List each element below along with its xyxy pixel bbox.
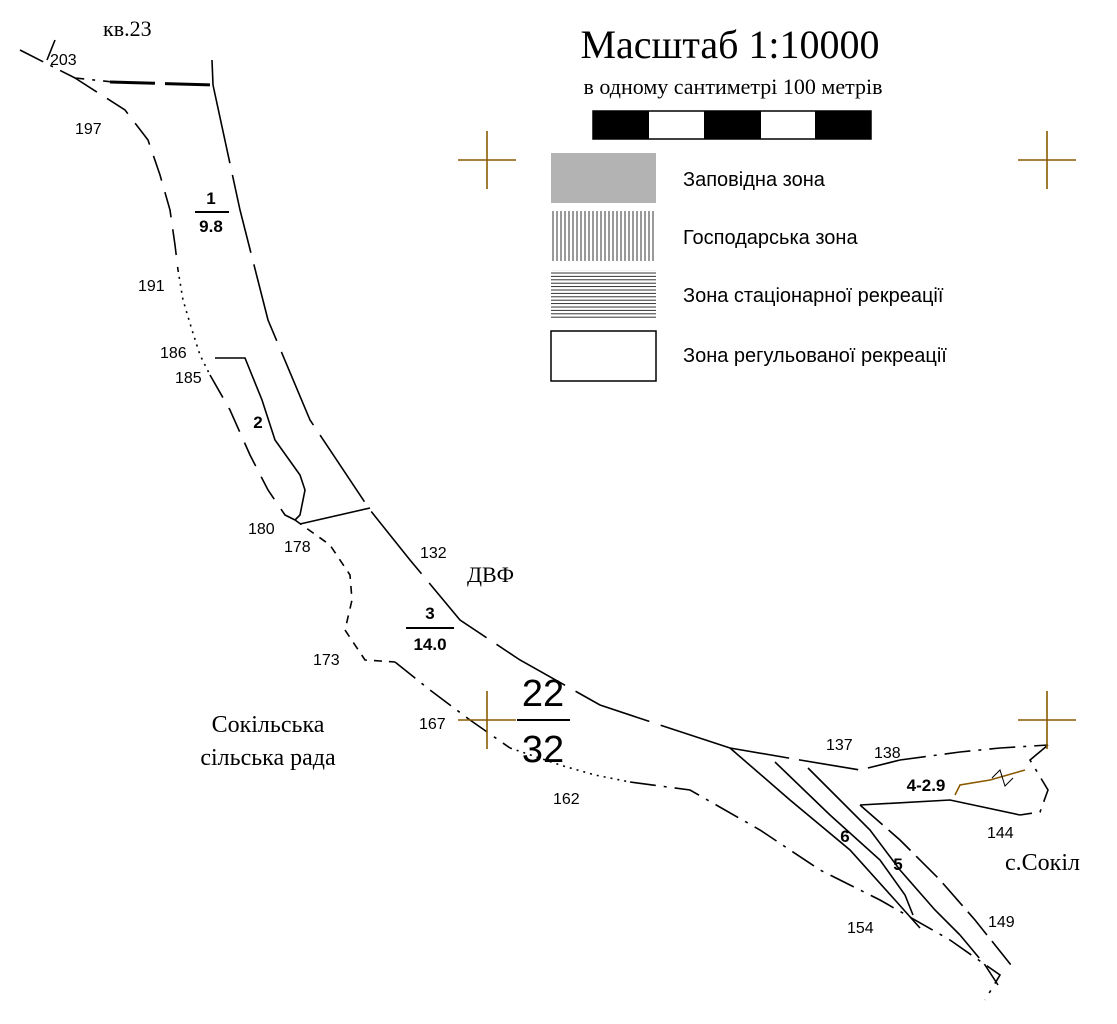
legend: Заповідна зона Господарська зона Зона ст… (550, 153, 947, 382)
point-label: 137 (826, 737, 853, 754)
boundary-southeast-tail (949, 939, 1002, 1001)
legend-label: Зона стаціонарної рекреації (683, 285, 944, 307)
boundary-top-left-stub (46, 39, 56, 61)
plot-label-2: 2 (253, 413, 262, 432)
plot-area: 9.8 (199, 217, 223, 236)
quarter-number-top: 22 (522, 673, 564, 715)
boundary-east-lower (729, 747, 901, 771)
boundary-plot6-east (774, 761, 914, 916)
stream-feature (954, 769, 1026, 796)
boundary-plot1-plot3 (299, 507, 371, 525)
quarter-ref-label: кв.23 (103, 16, 152, 41)
boundary-west-middle (209, 374, 296, 521)
point-label: 154 (847, 920, 874, 937)
plot-label-3: 3 14.0 (406, 604, 454, 654)
boundary-plot5-tail (959, 934, 999, 986)
plot-label-5: 5 (893, 855, 902, 874)
legend-label: Зона регульованої рекреації (683, 345, 947, 367)
point-label: 197 (75, 121, 102, 138)
break-symbol-icon (991, 769, 1014, 787)
boundary-plot2-inner (215, 357, 306, 521)
boundary-southwest (394, 661, 511, 749)
point-label: 149 (988, 914, 1015, 931)
dvf-label: ДВФ (467, 562, 514, 587)
council-label-line1: Сокільська (212, 712, 325, 738)
plot-boundaries (19, 39, 1049, 1001)
point-numbers: 203 197 191 186 185 180 178 173 167 162 … (50, 52, 1015, 937)
boundary-west-upper (74, 77, 179, 271)
quarter-number-bottom: 32 (522, 729, 564, 771)
legend-swatch-reserve (551, 153, 656, 203)
legend-swatch-stationary (551, 270, 656, 320)
point-label: 138 (874, 745, 901, 762)
legend-swatch-regulated (550, 330, 657, 382)
boundary-plot4-north (899, 744, 1049, 761)
grid-cross-icon (458, 131, 516, 189)
boundary-east-main (212, 84, 731, 749)
point-label: 178 (284, 539, 311, 556)
boundary-plot4-south (859, 799, 1021, 816)
boundary-top-road (109, 80, 214, 87)
grid-cross-icon (1018, 131, 1076, 189)
point-label: 162 (553, 791, 580, 808)
legend-label: Господарська зона (683, 227, 858, 249)
boundary-south-dotted (509, 747, 631, 783)
legend-label: Заповідна зона (683, 169, 826, 191)
legend-swatch-economic (551, 211, 656, 261)
stream-line (954, 769, 1026, 796)
point-label: 203 (50, 52, 77, 69)
boundary-plot5-west (807, 767, 961, 936)
point-label: 173 (313, 652, 340, 669)
point-label: 167 (419, 716, 446, 733)
point-label: 191 (138, 278, 165, 295)
boundary-plot6-west (729, 747, 921, 929)
boundary-top-right-tick (211, 59, 214, 86)
boundary-south-lower (629, 781, 951, 941)
point-label: 185 (175, 370, 202, 387)
point-label: 144 (987, 825, 1014, 842)
grid-cross-icon (458, 691, 516, 749)
point-label: 186 (160, 345, 187, 362)
grid-cross-icon (1018, 691, 1076, 749)
plot-number: 1 (206, 189, 215, 208)
village-label: с.Сокіл (1005, 850, 1080, 876)
plot-label-4: 4-2.9 (907, 776, 946, 795)
scale-title: Масштаб 1:10000 (580, 22, 879, 67)
scale-bar (592, 110, 872, 140)
scale-subtitle: в одному сантиметрі 100 метрів (584, 74, 883, 99)
grid-crosses (458, 131, 1076, 749)
quarter-number: 22 32 (517, 673, 570, 771)
plot-number: 3 (425, 604, 434, 623)
plot-label-6: 6 (840, 827, 849, 846)
boundary-plot4-east (1019, 744, 1049, 816)
point-label: 132 (420, 545, 447, 562)
plot-label-1: 1 9.8 (195, 189, 229, 236)
council-label-line2: сільська рада (200, 745, 336, 771)
point-label: 180 (248, 521, 275, 538)
boundary-west-lower (294, 519, 396, 663)
plot-area: 14.0 (413, 635, 446, 654)
